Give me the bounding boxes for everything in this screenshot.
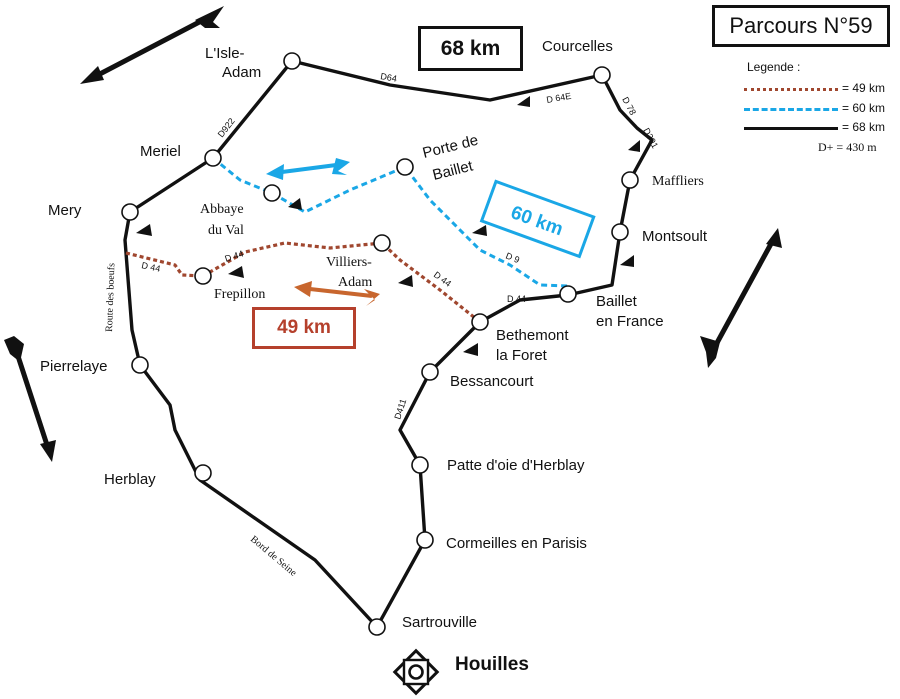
distance-68km-box: 68 km	[418, 26, 523, 71]
town-mery: Mery	[48, 202, 82, 219]
town-bethemont-2: la Foret	[496, 347, 548, 364]
legend-item-68km: = 68 km	[744, 120, 900, 136]
town-lisle-adam: L'Isle-	[205, 45, 245, 62]
town-montsoult: Montsoult	[642, 228, 708, 245]
arrow-49km-icon	[294, 281, 380, 306]
legend-title: Legende :	[747, 60, 801, 74]
road-route-des-boeufs: Route des boeufs	[104, 263, 117, 332]
town-porte-de-baillet-2: Baillet	[431, 157, 476, 184]
town-courcelles: Courcelles	[542, 38, 613, 55]
town-lisle-adam-2: Adam	[222, 64, 261, 81]
town-frepillon: Frepillon	[214, 287, 265, 302]
road-d301: D301	[641, 126, 660, 150]
town-villiers: Villiers-	[326, 255, 372, 270]
town-bethemont: Bethemont	[496, 327, 569, 344]
town-baillet-2: en France	[596, 313, 664, 330]
legend: Legende : = 49 km = 60 km = 68 km D+ = 4…	[744, 60, 900, 160]
legend-label-60km: = 60 km	[842, 101, 886, 115]
route-title: Parcours N°59	[712, 5, 890, 47]
town-baillet: Baillet	[596, 293, 638, 310]
direction-arrow-icon-2	[4, 336, 56, 462]
town-cormeilles: Cormeilles en Parisis	[446, 535, 587, 552]
legend-swatch-68km	[744, 127, 838, 130]
road-d9: D 9	[504, 251, 521, 266]
town-meriel: Meriel	[140, 143, 181, 160]
legend-swatch-60km	[744, 108, 838, 111]
town-porte-de-baillet: Porte de	[421, 132, 480, 162]
road-d922: D922	[216, 116, 237, 139]
direction-arrow-icon	[80, 6, 224, 84]
road-bord-de-seine: Bord de Seine	[248, 534, 299, 579]
distance-60km-box: 60 km	[479, 179, 596, 259]
route-49km	[125, 241, 481, 324]
direction-arrow-icon-3	[700, 228, 782, 368]
town-patte-doie: Patte d'oie d'Herblay	[447, 457, 585, 474]
town-villiers-2: Adam	[338, 275, 372, 290]
town-nodes	[121, 52, 639, 636]
start-finish-icon	[392, 648, 440, 696]
legend-label-68km: = 68 km	[842, 120, 886, 134]
town-sartrouville: Sartrouville	[402, 614, 477, 631]
road-d64e: D 64E	[546, 91, 572, 105]
road-d44-d: D 44	[507, 294, 526, 304]
town-herblay: Herblay	[104, 471, 156, 488]
legend-swatch-49km	[744, 88, 838, 91]
legend-elevation: D+ = 430 m	[818, 140, 877, 154]
distance-49km-box: 49 km	[252, 307, 356, 349]
legend-item-60km: = 60 km	[744, 101, 900, 117]
road-d64: D64	[380, 71, 398, 84]
direction-markers	[136, 96, 640, 356]
arrow-60km-icon	[266, 158, 350, 180]
town-abbaye-2: du Val	[208, 223, 244, 238]
town-maffliers: Maffliers	[652, 174, 704, 189]
town-abbaye: Abbaye	[200, 202, 244, 217]
town-bessancourt: Bessancourt	[450, 373, 534, 390]
road-d44-a: D 44	[141, 260, 162, 274]
legend-item-49km: = 49 km	[744, 81, 900, 97]
town-pierrelaye: Pierrelaye	[40, 358, 108, 375]
road-d44-b: D 44	[224, 249, 245, 264]
town-houilles: Houilles	[455, 654, 529, 675]
legend-label-49km: = 49 km	[842, 81, 886, 95]
